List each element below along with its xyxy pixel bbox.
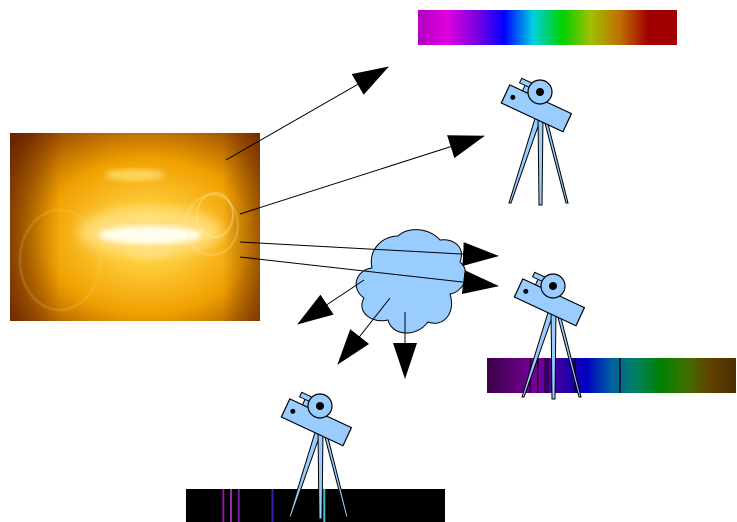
continuous-spectrum xyxy=(418,10,677,45)
absorption-line xyxy=(547,358,549,393)
scatter-ray-left xyxy=(298,280,364,324)
light-source xyxy=(10,133,260,321)
emission-line xyxy=(272,489,274,522)
absorption-line xyxy=(537,358,539,393)
emission-line xyxy=(230,489,232,522)
gas-cloud xyxy=(356,230,466,333)
absorption-line xyxy=(544,358,546,393)
ray-to-top xyxy=(226,67,388,160)
emission-line xyxy=(238,489,240,522)
light-rays xyxy=(226,67,484,214)
telescope-top xyxy=(501,75,576,205)
ray-to-top-telescope xyxy=(240,136,484,214)
absorption-line xyxy=(619,358,621,393)
emission-line xyxy=(323,489,325,522)
emission-spectrum xyxy=(186,489,445,522)
emission-line xyxy=(222,489,224,522)
